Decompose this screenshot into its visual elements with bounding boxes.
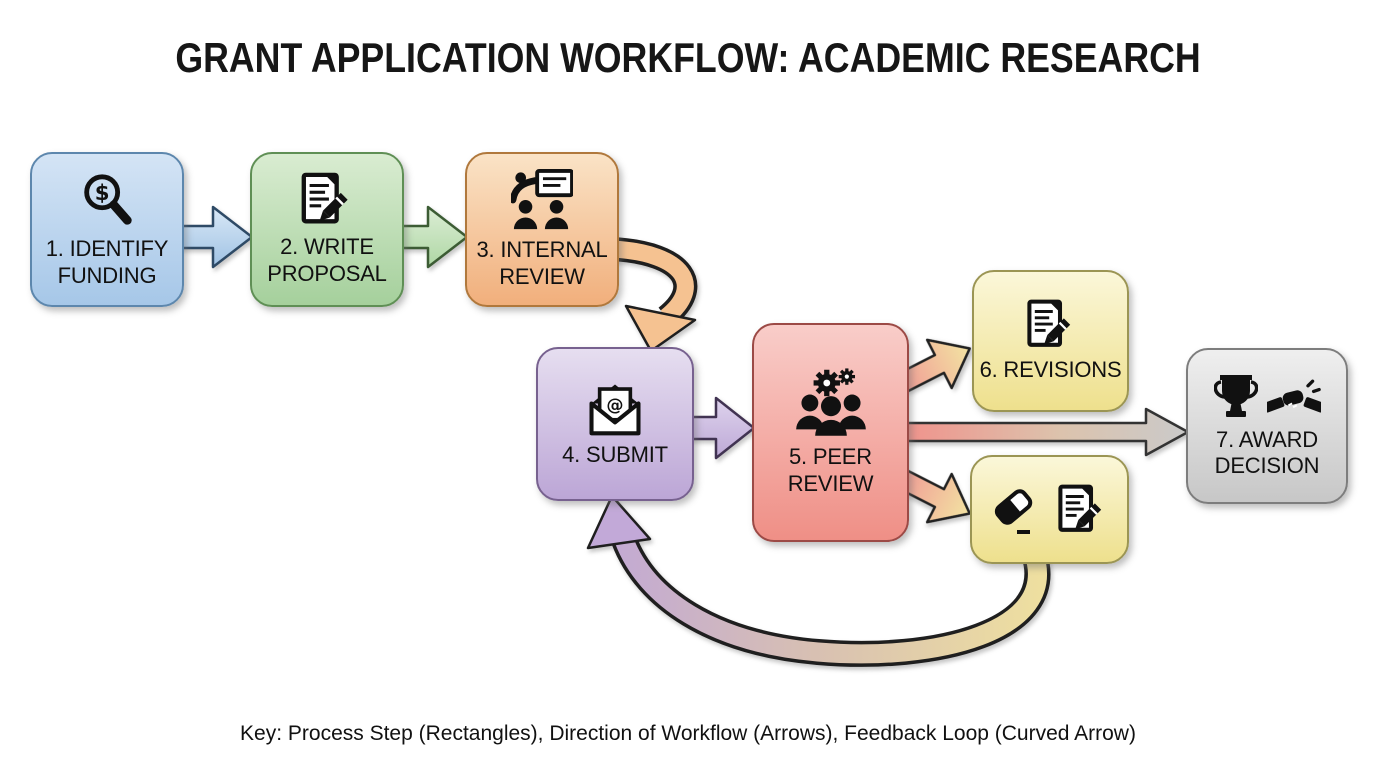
- document-pencil-icon: [301, 172, 348, 224]
- award-icons: [1213, 373, 1321, 421]
- step-label: 5. PEER REVIEW: [787, 444, 874, 496]
- step-submit: @ 4. SUBMIT: [536, 347, 694, 501]
- step-label: 7. AWARD DECISION: [1214, 426, 1320, 478]
- step-rework: [970, 455, 1129, 564]
- document-pencil-icon: [1026, 299, 1070, 347]
- document-pencil-icon: [1058, 484, 1102, 532]
- step-peer-review: 5. PEER REVIEW: [752, 323, 909, 542]
- svg-text:$: $: [95, 181, 110, 206]
- magnifier-dollar-icon: $: [84, 174, 132, 225]
- step-label: 3. INTERNAL REVIEW: [476, 237, 608, 289]
- step-identify-funding: $ 1. IDENTIFY FUNDING: [30, 152, 184, 307]
- arrow-internal-to-submit: [611, 237, 698, 353]
- step-label: 4. SUBMIT: [562, 441, 668, 467]
- arrow-submit-to-peer: [688, 396, 756, 460]
- svg-text:@: @: [606, 396, 623, 416]
- envelope-at-icon: @: [589, 384, 641, 436]
- step-revisions: 6. REVISIONS: [972, 270, 1129, 412]
- arrow-identify-to-write: [178, 205, 254, 269]
- step-write-proposal: 2. WRITE PROPOSAL: [250, 152, 404, 307]
- rework-icons: [990, 482, 1109, 538]
- presentation-icon: [511, 169, 573, 230]
- step-internal-review: 3. INTERNAL REVIEW: [465, 152, 619, 307]
- arrow-peer-to-award: [903, 407, 1190, 457]
- step-label: 6. REVISIONS: [979, 356, 1122, 382]
- handshake-icon: [1266, 379, 1321, 413]
- eraser-icon: [994, 488, 1033, 534]
- arrow-feedback-rework-to-submit: [586, 494, 1051, 667]
- arrow-peer-to-revisions: [896, 338, 971, 394]
- step-label: 1. IDENTIFY FUNDING: [45, 236, 169, 288]
- page-title: GRANT APPLICATION WORKFLOW: ACADEMIC RES…: [175, 34, 1201, 81]
- step-label: 2. WRITE PROPOSAL: [267, 234, 387, 286]
- arrow-write-to-internal: [398, 205, 469, 269]
- trophy-icon: [1213, 374, 1258, 417]
- legend-text: Key: Process Step (Rectangles), Directio…: [240, 722, 1136, 745]
- people-gears-icon: [795, 368, 866, 436]
- step-award-decision: 7. AWARD DECISION: [1186, 348, 1348, 504]
